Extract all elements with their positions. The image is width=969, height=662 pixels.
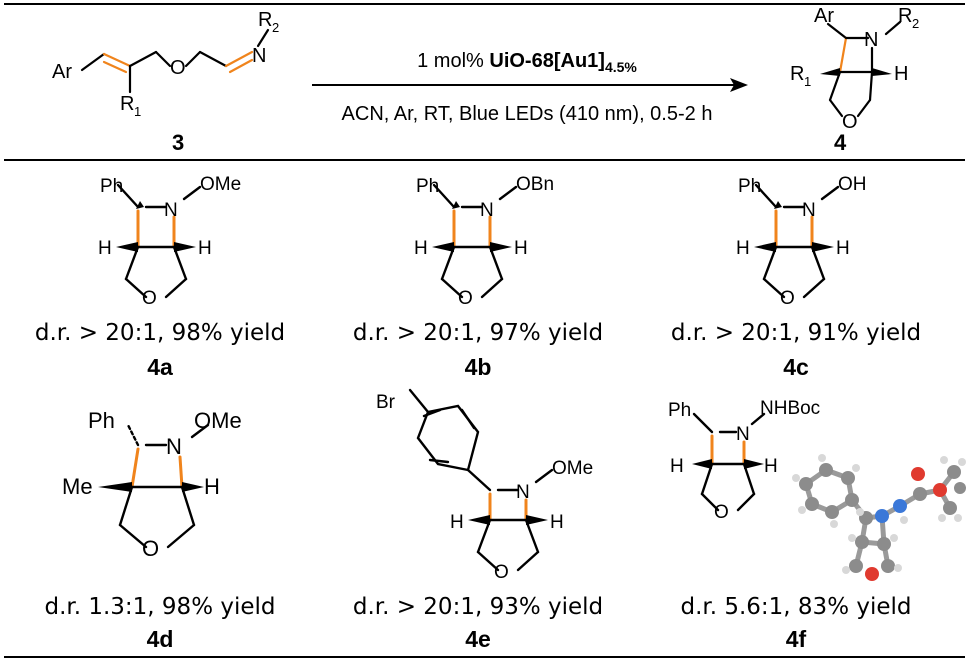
catalyst-loading: 1 mol% (417, 50, 490, 72)
4a-h-right: H (198, 238, 212, 259)
4d-h: H (204, 474, 220, 499)
caption-4b: d.r. > 20:1, 97% yield (352, 320, 604, 346)
4d-n: N (166, 434, 182, 459)
4d-me: Me (62, 474, 93, 499)
id-4a: 4a (147, 354, 173, 380)
4b-h-left: H (414, 238, 428, 259)
product-r2-sub: 2 (912, 16, 919, 31)
product-wedge-left (820, 68, 840, 76)
product-wedge-right (872, 68, 892, 76)
4f-o: O (714, 502, 729, 523)
caption-4e: d.r. > 20:1, 93% yield (352, 594, 604, 620)
condition-line-1: 1 mol% UiO-68[Au1]4.5% (312, 50, 742, 75)
4b-n: N (480, 200, 494, 221)
caption-4f: d.r. 5.6:1, 83% yield (680, 594, 912, 620)
atom-labels: Ph N OMe H H O Ph N OBn H H O Ph N OH H … (62, 174, 867, 583)
crystal-structure-4f (792, 454, 966, 581)
id-4d: 4d (146, 626, 174, 652)
top-rule (4, 3, 965, 5)
reaction-arrow (312, 78, 748, 92)
reactant-structure (80, 28, 270, 94)
4a-n: N (164, 200, 178, 221)
reactant-r1-label: R (120, 93, 134, 115)
4b-sub: OBn (516, 174, 554, 195)
condition-line-2: ACN, Ar, RT, Blue LEDs (410 nm), 0.5-2 h (341, 103, 713, 125)
reactant-r2-label: R (258, 9, 272, 31)
4f-h-left: H (670, 456, 684, 477)
reactant-r1-sub: 1 (134, 104, 141, 119)
4e-br: Br (376, 392, 396, 413)
4f-h-right: H (764, 456, 778, 477)
4e-h-left: H (450, 512, 464, 533)
product-r1-label: R (790, 63, 804, 85)
caption-4a: d.r. > 20:1, 98% yield (34, 320, 286, 346)
catalyst-name: UiO-68[Au1] (489, 50, 605, 72)
catalyst-subscript: 4.5% (604, 59, 637, 75)
product-structure (826, 20, 902, 118)
structure-4e (408, 388, 554, 572)
reactant-id: 3 (172, 130, 185, 155)
product-h-label: H (894, 63, 908, 85)
structure-4c (752, 183, 840, 299)
caption-4d: d.r. 1.3:1, 98% yield (44, 594, 276, 620)
4e-sub: OMe (552, 458, 593, 479)
structure-4d (98, 423, 210, 549)
product-r1-sub: 1 (804, 74, 811, 89)
4a-ph: Ph (100, 176, 123, 197)
product-ar-label: Ar (814, 5, 834, 27)
structure-4b (430, 183, 518, 299)
product-o-label: O (842, 111, 858, 133)
4f-ph: Ph (668, 400, 691, 421)
reactant-n-label: N (252, 45, 266, 67)
product-r2-label: R (898, 5, 912, 27)
reactant-r2-sub: 2 (272, 20, 279, 35)
4d-ph: Ph (88, 408, 115, 433)
4e-n: N (516, 482, 530, 503)
reactant-o-label: O (170, 57, 186, 79)
4b-ph: Ph (416, 176, 439, 197)
4e-o: O (494, 562, 509, 583)
4a-o: O (142, 288, 157, 309)
4c-o: O (780, 288, 795, 309)
structure-4a (114, 183, 202, 299)
4b-o: O (458, 288, 473, 309)
4a-sub: OMe (200, 174, 241, 195)
4c-sub: OH (838, 174, 867, 195)
id-4b: 4b (464, 354, 492, 380)
caption-4c: d.r. > 20:1, 91% yield (670, 320, 922, 346)
4c-h-right: H (836, 238, 850, 259)
4c-ph: Ph (738, 176, 761, 197)
product-id: 4 (834, 130, 847, 155)
4d-o: O (142, 536, 159, 561)
4b-h-right: H (514, 238, 528, 259)
4d-sub: OMe (194, 408, 242, 433)
id-4f: 4f (785, 626, 807, 652)
product-n-label: N (864, 29, 878, 51)
bottom-rule (4, 656, 965, 658)
structure-4f (692, 412, 766, 512)
4e-h-right: H (550, 512, 564, 533)
4f-sub: NHBoc (760, 398, 820, 419)
header-rule (4, 159, 965, 161)
reactant-ar-label: Ar (52, 61, 72, 83)
4a-h-left: H (98, 238, 112, 259)
id-4e: 4e (465, 626, 491, 652)
id-4c: 4c (783, 354, 809, 380)
4c-n: N (802, 200, 816, 221)
4f-n: N (736, 424, 750, 445)
4c-h-left: H (736, 238, 750, 259)
